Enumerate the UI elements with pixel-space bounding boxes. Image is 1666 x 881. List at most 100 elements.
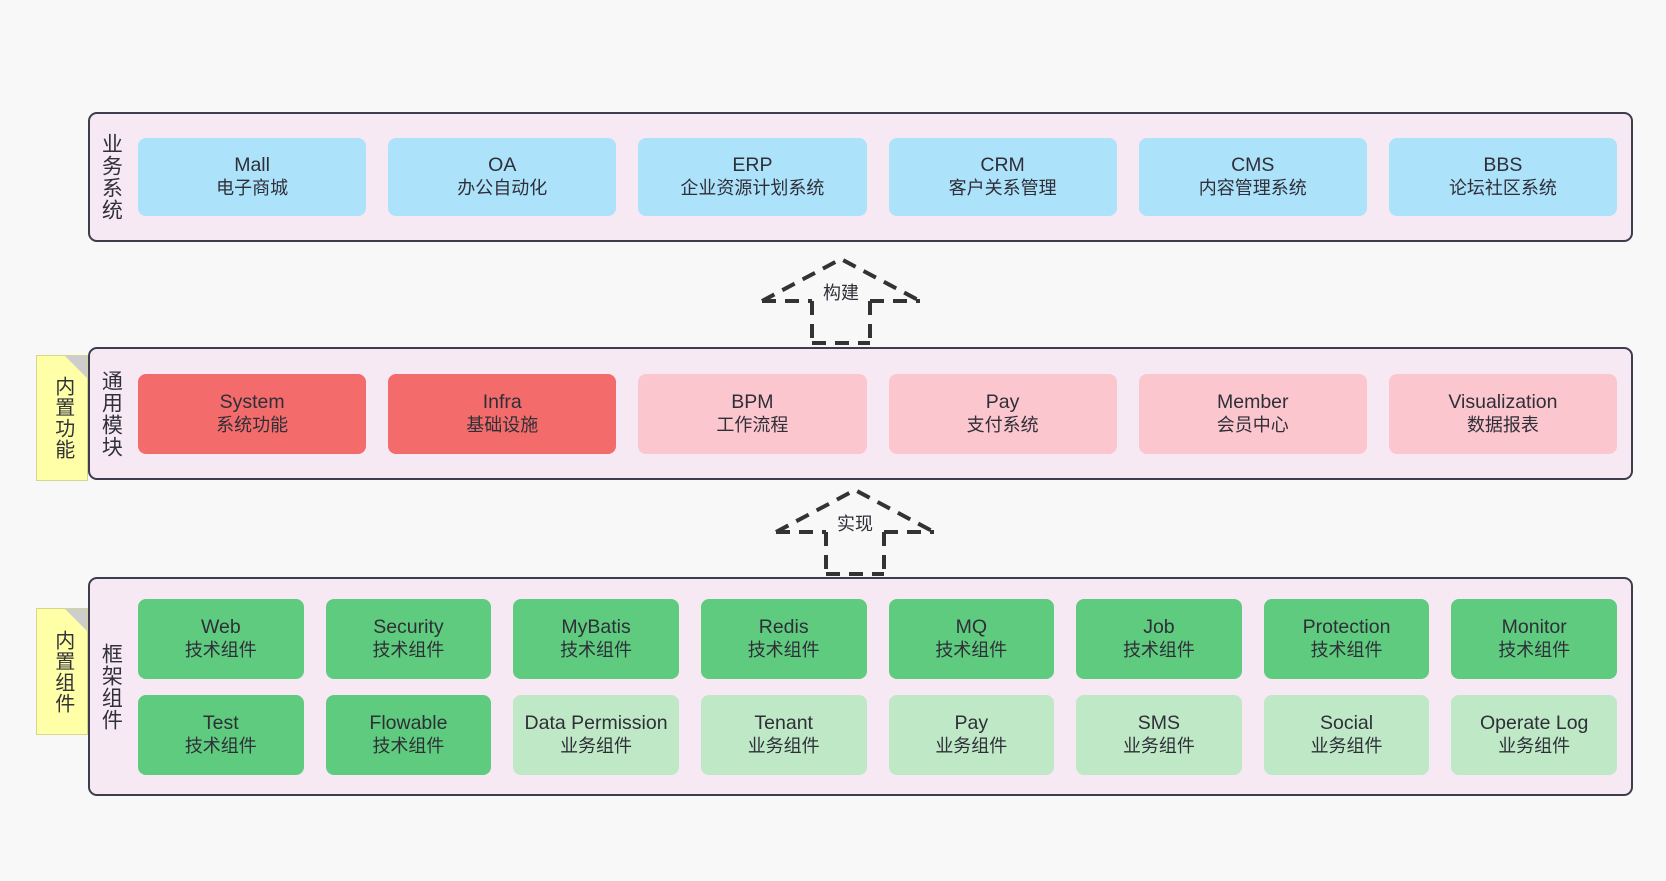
card-desc: 技术组件 <box>747 639 820 660</box>
sticky-note-label: 内置组件 <box>51 629 74 714</box>
card-row: Test 技术组件 Flowable 技术组件 Data Permission … <box>138 694 1617 775</box>
card-name: Social <box>1320 711 1374 734</box>
card-name: Protection <box>1302 615 1391 638</box>
card-visualization[interactable]: Visualization 数据报表 <box>1388 373 1618 454</box>
card-desc: 支付系统 <box>966 414 1039 435</box>
layer-title-business-systems: 业务系统 <box>99 133 123 221</box>
card-name: Visualization <box>1448 390 1558 413</box>
card-cms[interactable]: CMS 内容管理系统 <box>1138 138 1367 216</box>
card-name: MyBatis <box>561 615 631 638</box>
sticky-note-builtin-components: 内置组件 <box>36 608 88 735</box>
card-mall[interactable]: Mall 电子商城 <box>138 138 367 216</box>
sticky-note-label: 内置功能 <box>51 376 74 460</box>
layer-title-framework-components: 框架组件 <box>99 642 123 731</box>
card-desc: 技术组件 <box>372 639 445 660</box>
card-social[interactable]: Social 业务组件 <box>1263 694 1430 775</box>
layer-framework-components: 框架组件 Web 技术组件 Security 技术组件 MyBatis 技术组件… <box>88 577 1633 796</box>
card-desc: 电子商城 <box>216 178 289 199</box>
card-desc: 工作流程 <box>716 414 789 435</box>
layer-body-framework-components: Web 技术组件 Security 技术组件 MyBatis 技术组件 Redi… <box>130 579 1631 794</box>
card-desc: 业务组件 <box>935 735 1008 756</box>
note-fold-corner-icon <box>65 609 87 631</box>
card-desc: 业务组件 <box>1498 735 1571 756</box>
card-name: ERP <box>732 154 773 177</box>
card-redis[interactable]: Redis 技术组件 <box>700 598 867 679</box>
card-crm[interactable]: CRM 客户关系管理 <box>888 138 1117 216</box>
card-desc: 技术组件 <box>372 735 445 756</box>
card-sms[interactable]: SMS 业务组件 <box>1076 694 1242 775</box>
card-job[interactable]: Job 技术组件 <box>1076 598 1242 679</box>
card-name: CRM <box>980 154 1025 177</box>
card-name: Member <box>1217 390 1289 413</box>
card-name: BBS <box>1483 154 1523 177</box>
card-name: Tenant <box>754 711 813 734</box>
card-name: Pay <box>985 390 1020 413</box>
card-name: System <box>219 390 285 413</box>
card-name: Flowable <box>369 711 448 734</box>
card-row: Mall 电子商城 OA 办公自动化 ERP 企业资源计划系统 CRM 客户关系… <box>138 138 1618 216</box>
card-desc: 基础设施 <box>466 414 539 435</box>
card-system[interactable]: System 系统功能 <box>138 373 367 454</box>
card-name: Web <box>200 615 241 638</box>
card-desc: 技术组件 <box>184 735 257 756</box>
card-name: Redis <box>758 615 809 638</box>
card-name: Mall <box>234 154 270 177</box>
card-desc: 技术组件 <box>560 639 633 660</box>
dashed-hollow-arrow-up-icon <box>761 256 921 345</box>
card-name: Test <box>202 711 239 734</box>
card-oa[interactable]: OA 办公自动化 <box>388 138 617 216</box>
card-pay-component[interactable]: Pay 业务组件 <box>888 694 1055 775</box>
card-infra[interactable]: Infra 基础设施 <box>388 373 617 454</box>
card-desc: 内容管理系统 <box>1198 178 1307 199</box>
sticky-note-builtin-features: 内置功能 <box>36 355 88 481</box>
card-erp[interactable]: ERP 企业资源计划系统 <box>638 138 867 216</box>
card-desc: 技术组件 <box>1122 639 1195 660</box>
card-desc: 论坛社区系统 <box>1448 178 1557 199</box>
layer-body-common-modules: System 系统功能 Infra 基础设施 BPM 工作流程 Pay 支付系统… <box>130 349 1631 478</box>
card-name: Data Permission <box>524 711 668 734</box>
card-protection[interactable]: Protection 技术组件 <box>1263 598 1430 679</box>
card-tenant[interactable]: Tenant 业务组件 <box>700 694 867 775</box>
layer-common-modules: 通用模块 System 系统功能 Infra 基础设施 BPM 工作流程 Pay… <box>88 347 1633 480</box>
card-security[interactable]: Security 技术组件 <box>325 598 492 679</box>
layer-body-business-systems: Mall 电子商城 OA 办公自动化 ERP 企业资源计划系统 CRM 客户关系… <box>130 114 1631 240</box>
card-name: Pay <box>954 711 989 734</box>
card-desc: 办公自动化 <box>457 178 548 199</box>
card-name: CMS <box>1231 154 1275 177</box>
card-name: OA <box>488 154 517 177</box>
card-data-permission[interactable]: Data Permission 业务组件 <box>513 694 679 775</box>
connector-label: 实现 <box>837 514 873 534</box>
card-desc: 技术组件 <box>1498 639 1571 660</box>
card-name: Monitor <box>1501 615 1567 638</box>
card-flowable[interactable]: Flowable 技术组件 <box>325 694 492 775</box>
card-desc: 业务组件 <box>747 735 820 756</box>
card-bbs[interactable]: BBS 论坛社区系统 <box>1388 138 1618 216</box>
card-member[interactable]: Member 会员中心 <box>1138 373 1367 454</box>
card-desc: 企业资源计划系统 <box>680 178 825 199</box>
connector-implement: 实现 <box>766 484 944 576</box>
card-desc: 技术组件 <box>935 639 1008 660</box>
card-desc: 数据报表 <box>1466 414 1539 435</box>
card-desc: 业务组件 <box>560 735 633 756</box>
connector-build: 构建 <box>752 253 930 345</box>
card-name: Security <box>373 615 444 638</box>
card-desc: 业务组件 <box>1310 735 1383 756</box>
card-mq[interactable]: MQ 技术组件 <box>888 598 1055 679</box>
card-bpm[interactable]: BPM 工作流程 <box>638 373 867 454</box>
layer-business-systems: 业务系统 Mall 电子商城 OA 办公自动化 ERP 企业资源计划系统 CRM… <box>88 112 1633 242</box>
card-row: System 系统功能 Infra 基础设施 BPM 工作流程 Pay 支付系统… <box>138 373 1618 454</box>
card-desc: 会员中心 <box>1216 414 1289 435</box>
card-row: Web 技术组件 Security 技术组件 MyBatis 技术组件 Redi… <box>138 598 1617 679</box>
card-monitor[interactable]: Monitor 技术组件 <box>1451 598 1617 679</box>
card-pay[interactable]: Pay 支付系统 <box>888 373 1117 454</box>
card-desc: 技术组件 <box>184 639 257 660</box>
card-operate-log[interactable]: Operate Log 业务组件 <box>1451 694 1617 775</box>
card-desc: 业务组件 <box>1122 735 1195 756</box>
card-name: BPM <box>731 390 774 413</box>
card-mybatis[interactable]: MyBatis 技术组件 <box>513 598 679 679</box>
card-name: Job <box>1143 615 1175 638</box>
card-test[interactable]: Test 技术组件 <box>138 694 304 775</box>
card-desc: 客户关系管理 <box>948 178 1057 199</box>
card-web[interactable]: Web 技术组件 <box>138 598 304 679</box>
